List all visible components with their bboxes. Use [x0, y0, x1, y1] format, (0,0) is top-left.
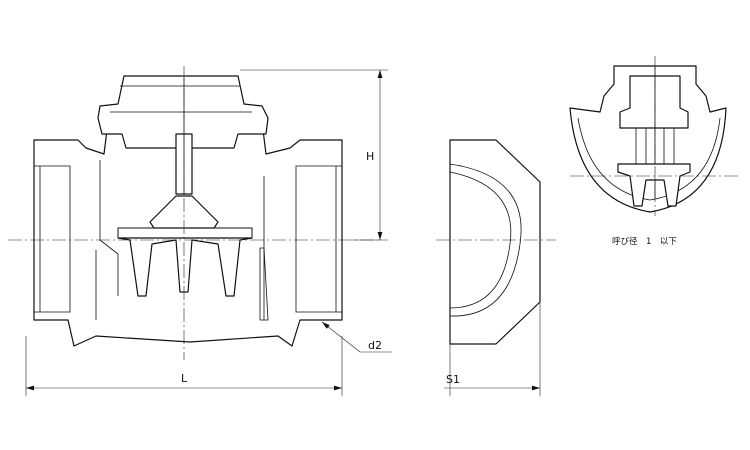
length-label: L: [181, 372, 188, 385]
detail-stem-block: [619, 75, 689, 129]
hex-body: [449, 139, 541, 345]
bonnet-top-rim: [110, 85, 252, 113]
left-bore: [34, 165, 71, 313]
dimension-s1: S1: [444, 302, 541, 396]
height-label: H: [366, 150, 374, 163]
right-bore: [295, 165, 342, 313]
hex-face-arc: [449, 163, 522, 317]
thread-diameter-label: d2: [368, 339, 382, 352]
dimension-h: H: [240, 69, 388, 241]
body-inner-wall: [259, 247, 269, 321]
valve-disc: [117, 237, 253, 297]
detail-disc: [617, 163, 691, 207]
detail-inner-bowl: [577, 117, 721, 201]
dimension-l: L: [25, 336, 343, 396]
dimension-d2: d2: [321, 321, 392, 353]
width-across-flats-label: S1: [446, 373, 460, 386]
valve-seat: [117, 227, 253, 239]
side-view: [436, 139, 556, 345]
detail-caption: 呼び径 1 以下: [612, 236, 677, 247]
detail-guide: [635, 128, 675, 164]
detail-view: 呼び径 1 以下: [569, 56, 740, 247]
detail-body-bowl: [569, 65, 727, 213]
hex-inner-arc: [449, 171, 512, 309]
front-section-view: [8, 66, 380, 360]
